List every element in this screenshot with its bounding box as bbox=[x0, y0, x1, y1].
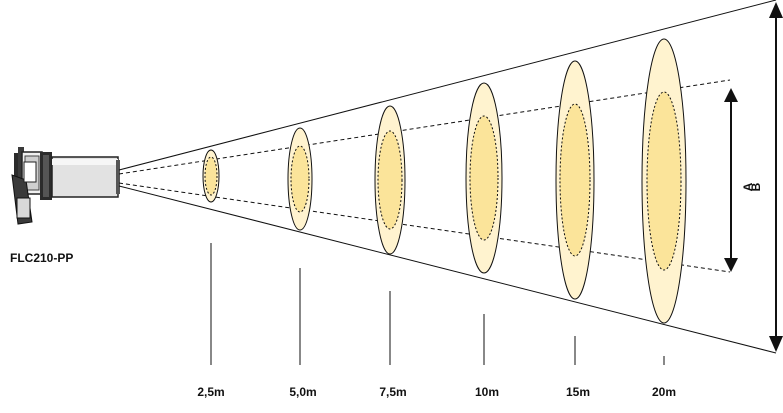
outer-beam-edge-top bbox=[118, 0, 777, 171]
distance-label-10m: 10m bbox=[475, 385, 499, 399]
dimension-b-label: B bbox=[749, 182, 763, 191]
distance-label-20m: 20m bbox=[652, 385, 676, 399]
distance-label-2-5m: 2,5m bbox=[197, 385, 224, 399]
outer-beam-edge-bottom bbox=[118, 185, 777, 354]
distance-label-7-5m: 7,5m bbox=[379, 385, 406, 399]
model-label: FLC210-PP bbox=[10, 251, 73, 265]
inner-beam-edge-top bbox=[118, 79, 731, 175]
distance-label-15m: 15m bbox=[566, 385, 590, 399]
dimension-b-arrow bbox=[769, 2, 783, 352]
distance-label-5-0m: 5,0m bbox=[289, 385, 316, 399]
dimension-a-arrow bbox=[724, 88, 738, 272]
inner-beam-edge-bottom bbox=[118, 182, 731, 273]
spot-20m bbox=[641, 38, 687, 324]
spot-2-5m bbox=[202, 149, 220, 203]
fixture-icon bbox=[11, 147, 120, 225]
dimension-a-label: A bbox=[741, 182, 755, 191]
spot-7-5m bbox=[374, 105, 406, 255]
spot-5-0m bbox=[287, 127, 313, 231]
spot-10m bbox=[465, 82, 503, 274]
spot-15m bbox=[555, 60, 595, 300]
